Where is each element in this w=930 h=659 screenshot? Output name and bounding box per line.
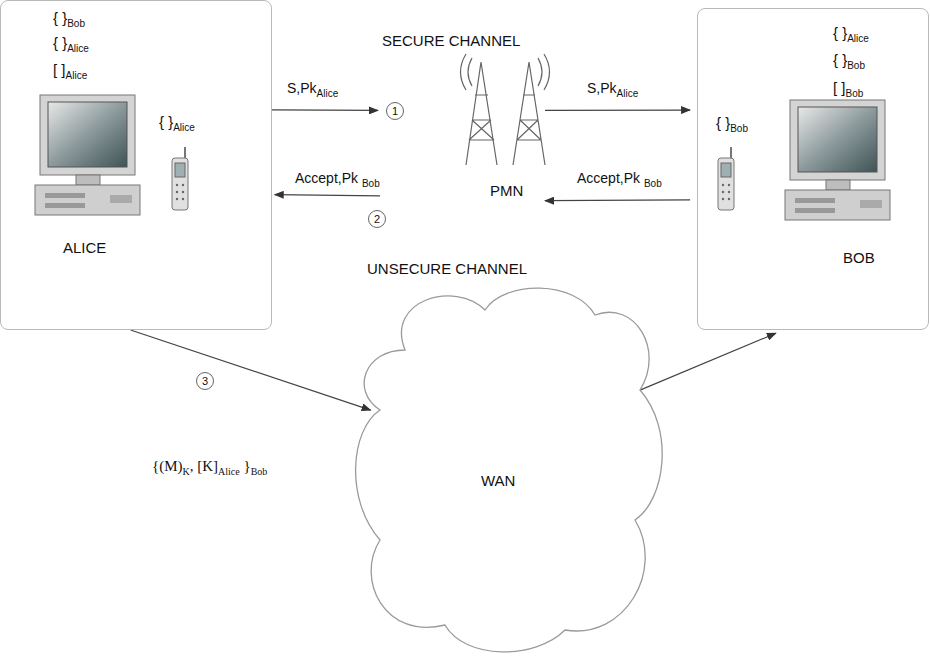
party-box: { }Alice { }Bob [ ]Bob { }BobBOB <box>697 8 929 330</box>
phone-icon <box>172 147 188 210</box>
edge-label: Accept,Pk Bob <box>575 170 664 187</box>
node-text: PMN <box>490 182 523 200</box>
connector-arrow <box>275 195 380 196</box>
cloud-outline <box>345 260 665 655</box>
computer-icon <box>35 95 140 215</box>
node-text: { }Bob <box>716 114 748 132</box>
node-text: UNSECURE CHANNEL <box>367 260 527 278</box>
connector-arrow <box>272 109 378 111</box>
callout-number: 3 <box>196 372 214 390</box>
node-text: { }Bob <box>53 9 85 27</box>
node-text: { }Alice <box>833 24 869 42</box>
node-text: SECURE CHANNEL <box>382 32 520 50</box>
cloud-node: UNSECURE CHANNEL WAN <box>345 260 665 655</box>
callout-number: 2 <box>368 210 386 228</box>
party-box: { }Bob { }Alice [ ]Alice { }AliceALICE <box>0 0 272 330</box>
node-text: WAN <box>481 472 515 490</box>
connector-arrow <box>639 333 775 390</box>
node-text: { }Alice <box>53 34 89 52</box>
connector-arrow <box>545 199 690 201</box>
edge-label: S,PkAlice <box>585 80 640 97</box>
callout-number: 1 <box>386 102 404 120</box>
node-text: { }Bob <box>833 51 865 69</box>
phone-icon <box>718 147 734 210</box>
edge-label: S,PkAlice <box>285 80 340 97</box>
computer-icon <box>785 100 890 220</box>
message-formula: {(M)K, [K]Alice }Bob <box>150 458 269 475</box>
antenna-tower <box>461 54 550 165</box>
node-text: [ ]Alice <box>53 61 87 79</box>
connector-arrow <box>131 330 371 410</box>
node-text: BOB <box>843 249 875 267</box>
node-text: { }Alice <box>159 113 195 131</box>
connector-arrow <box>545 109 690 111</box>
node-text: ALICE <box>63 239 106 257</box>
edge-label: Accept,Pk Bob <box>293 170 382 187</box>
node-text: [ ]Bob <box>833 79 863 97</box>
